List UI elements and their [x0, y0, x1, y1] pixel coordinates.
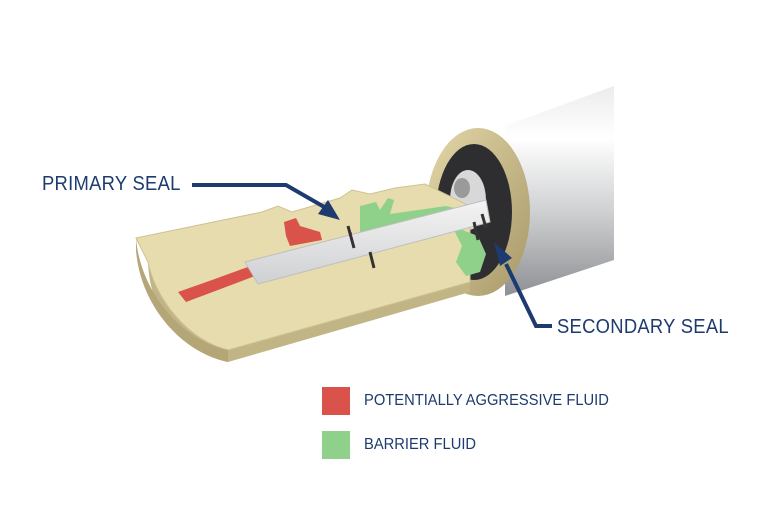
legend-item-aggressive-fluid: POTENTIALLY AGGRESSIVE FLUID	[322, 386, 630, 416]
legend-label: BARRIER FLUID	[364, 436, 477, 453]
primary-seal-mark	[346, 225, 376, 269]
legend-swatch-red	[322, 387, 350, 415]
secondary-seal-label: SECONDARY SEAL	[557, 316, 729, 338]
secondary-seal-leader	[494, 242, 552, 328]
primary-seal-label: PRIMARY SEAL	[42, 173, 181, 195]
cylinder-housing	[505, 86, 614, 296]
legend-item-barrier-fluid: BARRIER FLUID	[322, 430, 486, 460]
legend-label: POTENTIALLY AGGRESSIVE FLUID	[364, 392, 609, 409]
stem-shaft	[244, 199, 491, 285]
primary-seal-leader	[192, 183, 340, 220]
body-end-face	[136, 238, 228, 362]
legend-swatch-green	[322, 431, 350, 459]
secondary-seal-mark	[472, 213, 488, 241]
